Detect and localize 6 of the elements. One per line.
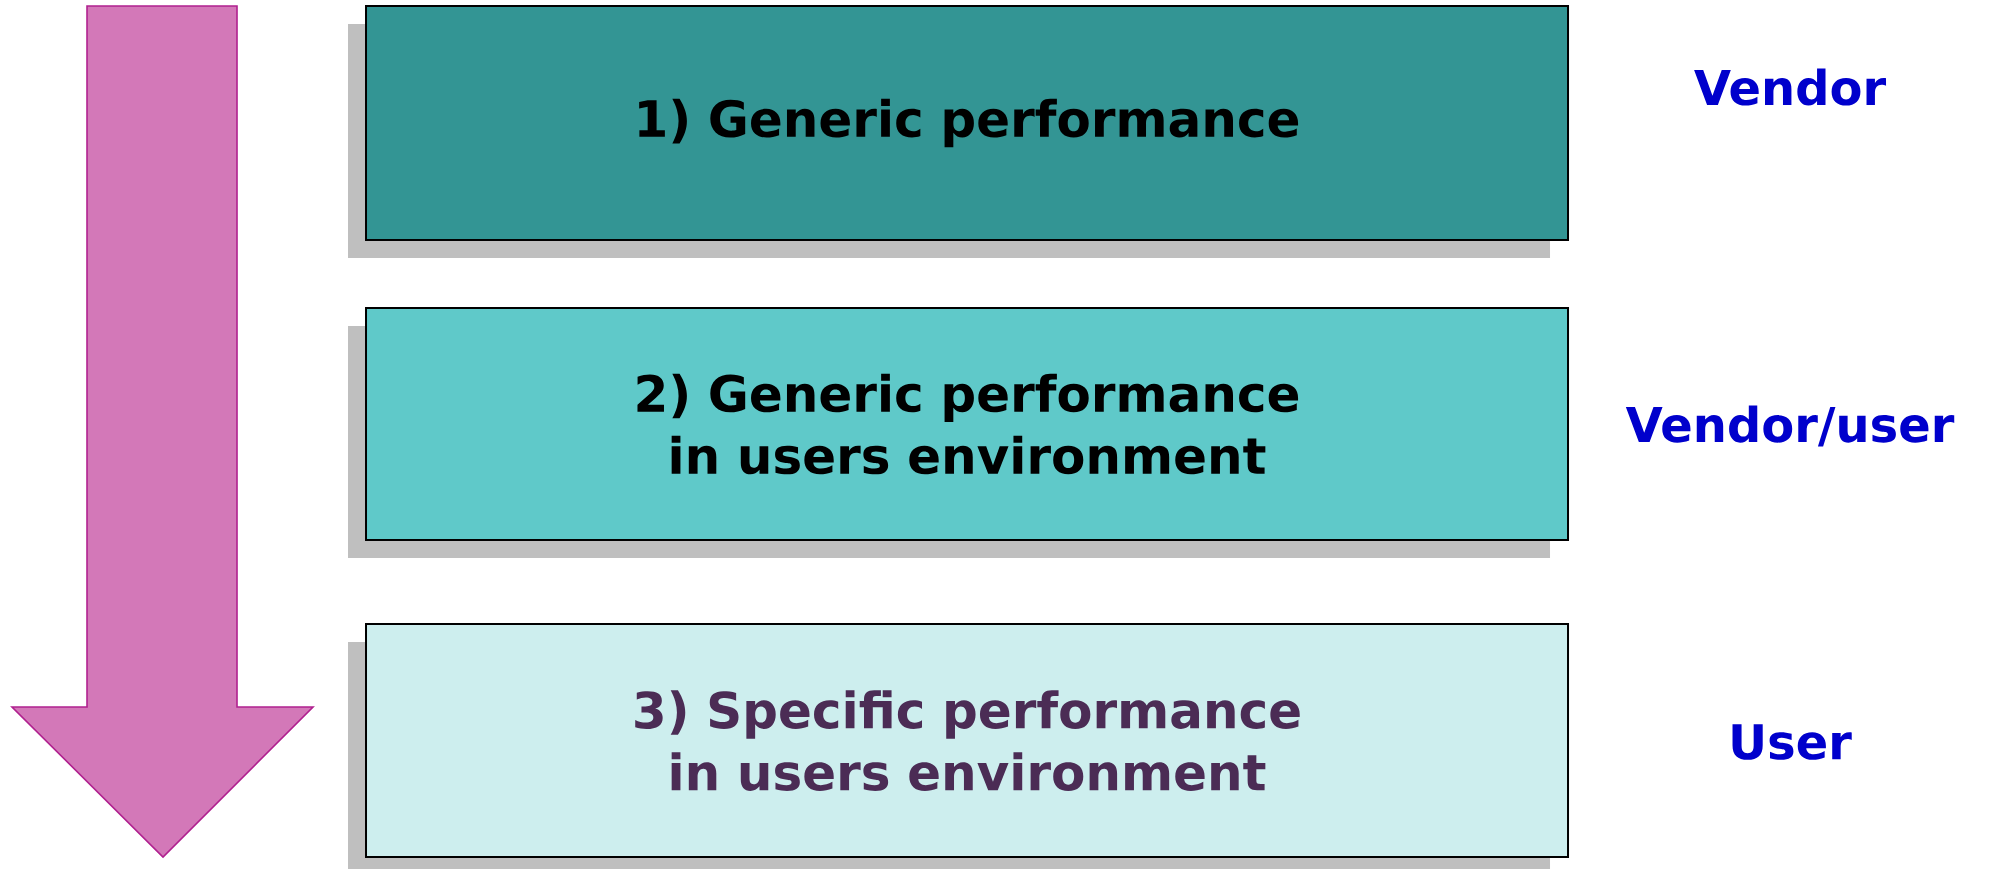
- side-label: User: [1732, 724, 1852, 760]
- process-box: 2) Generic performance in users environment: [348, 307, 1569, 558]
- side-label: Vendor/user: [1625, 405, 1955, 447]
- process-box: 3) Specific performance in users environment: [348, 623, 1569, 869]
- side-label: Vendor: [1694, 68, 1887, 106]
- process-box: 1) Generic performance: [348, 5, 1569, 258]
